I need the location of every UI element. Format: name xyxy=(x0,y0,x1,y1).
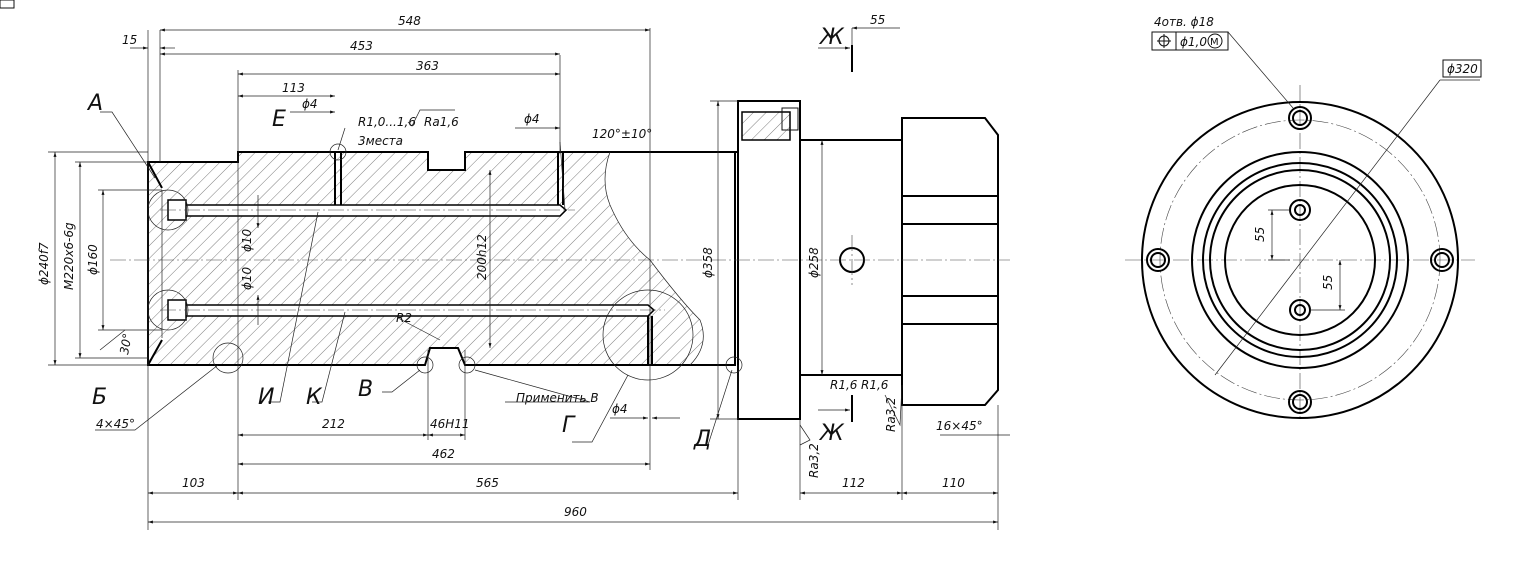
letter-g: Г xyxy=(562,413,576,438)
letter-e: Е xyxy=(272,107,286,132)
bolt-hole-left-inner xyxy=(1150,252,1166,268)
dim-phi10-b: ϕ10 xyxy=(240,266,254,290)
letter-zh-top: Ж xyxy=(818,25,845,50)
dim-phi160: ϕ160 xyxy=(86,244,100,275)
bolt-hole-left xyxy=(1146,248,1170,272)
r-note: R1,0...1,6 xyxy=(358,115,416,129)
dim-110: 110 xyxy=(942,476,965,490)
bore-upper xyxy=(169,204,568,217)
dim-phi358: ϕ358 xyxy=(701,247,715,278)
detail-circle-v1 xyxy=(416,356,434,374)
bore-hole-upper-inner xyxy=(1294,204,1306,216)
flange-top-hatch xyxy=(741,111,791,141)
dim-113: 113 xyxy=(282,81,305,95)
detail-circle-d xyxy=(725,356,743,374)
detail-circle-g xyxy=(602,289,694,381)
ra32-b: Ra3,2 xyxy=(807,443,821,478)
bolt-hole-right-inner xyxy=(1434,252,1450,268)
sheet-corner-mark xyxy=(0,0,15,9)
letter-v: В xyxy=(358,377,373,402)
bore-hole-lower-inner xyxy=(1294,304,1306,316)
letter-a: А xyxy=(86,91,103,116)
letter-k: К xyxy=(306,385,323,410)
dim-phi10-a: ϕ10 xyxy=(240,228,254,252)
dim-112: 112 xyxy=(842,476,865,490)
detail-circle-b xyxy=(212,342,244,374)
letter-zh-bottom: Ж xyxy=(818,421,845,446)
dim-462: 462 xyxy=(432,447,455,461)
detail-circle-e xyxy=(329,143,347,161)
dim-55-top: 55 xyxy=(870,13,885,27)
hex-circle-2 xyxy=(1202,162,1398,358)
bolt-hole-bottom xyxy=(1288,390,1312,414)
side-view: 4отв. ϕ18 ϕ1,0 M ϕ320 55 55 xyxy=(1125,15,1482,420)
hex-circle-1 xyxy=(1191,151,1409,369)
break-region xyxy=(605,152,735,365)
bolt-hole-top xyxy=(1288,106,1312,130)
dim-212: 212 xyxy=(322,417,345,431)
dim-103: 103 xyxy=(182,476,205,490)
dim-46h11: 46H11 xyxy=(430,417,470,431)
chamfer-left-bottom xyxy=(147,339,163,366)
front-labels: 548 453 363 113 15 55 ϕ4 ϕ4 ϕ4 R1,0...1,… xyxy=(37,13,983,519)
bolt-hole-right xyxy=(1430,248,1454,272)
ra32-a: Ra3,2 xyxy=(884,397,898,432)
dim-phi240: ϕ240f7 xyxy=(37,242,51,285)
dim-55-vertical: 55 xyxy=(1253,227,1267,242)
dim-15: 15 xyxy=(122,33,137,47)
flange-top-notch xyxy=(781,107,799,131)
letter-d: Д xyxy=(693,427,711,452)
dim-phi4-a: ϕ4 xyxy=(302,97,318,111)
apply-v-note: Применить В xyxy=(516,391,599,405)
holes-note: 4отв. ϕ18 xyxy=(1154,15,1214,29)
r16-b: R1,6 xyxy=(861,378,889,392)
dim-phi4-b: ϕ4 xyxy=(524,112,540,126)
letter-b: Б xyxy=(92,385,107,410)
dim-200h12: 200h12 xyxy=(475,234,489,280)
inner-circle xyxy=(1224,184,1376,336)
detail-circle-v2 xyxy=(458,356,476,374)
bolt-hole-bottom-inner xyxy=(1292,394,1308,410)
phi320-box xyxy=(1442,59,1482,78)
r2-label: R2 xyxy=(396,311,412,325)
chamfer-4: 4×45° xyxy=(96,417,135,431)
three-places: 3места xyxy=(358,134,403,148)
bolt-circle xyxy=(1159,119,1441,401)
bore-lower xyxy=(169,304,656,317)
letter-i: И xyxy=(258,385,274,410)
front-section-view xyxy=(110,100,1010,420)
position-tolerance-frame xyxy=(1151,31,1229,51)
neck-outline xyxy=(800,139,902,376)
dim-phi258: ϕ258 xyxy=(807,247,821,278)
ra16: Ra1,6 xyxy=(424,115,459,129)
hex-circle-3 xyxy=(1209,169,1391,351)
dim-m220: M220x6-6g xyxy=(62,222,76,290)
flange-outer-circle xyxy=(1141,101,1459,419)
bolt-hole-top-inner xyxy=(1292,110,1308,126)
dim-565: 565 xyxy=(476,476,499,490)
dim-548: 548 xyxy=(398,14,421,28)
angle-120: 120°±10° xyxy=(592,127,652,141)
dim-960: 960 xyxy=(564,505,587,519)
mmc-modifier-icon xyxy=(1207,33,1223,49)
r16-a: R1,6 xyxy=(830,378,858,392)
dim-55-horizontal: 55 xyxy=(1321,275,1335,290)
dim-453: 453 xyxy=(350,39,373,53)
chamfer-16: 16×45° xyxy=(936,419,983,433)
angle-30: 30° xyxy=(117,332,134,355)
tolerance-value: ϕ1,0 xyxy=(1180,35,1207,49)
chamfer-left-top xyxy=(147,161,163,189)
dim-363: 363 xyxy=(416,59,439,73)
tolerance-modifier: M xyxy=(1210,37,1219,48)
dim-phi4-c: ϕ4 xyxy=(612,402,628,416)
dimension-lines xyxy=(48,26,1010,530)
dim-phi320: ϕ320 xyxy=(1447,62,1478,76)
hex-head-outline xyxy=(901,117,999,406)
